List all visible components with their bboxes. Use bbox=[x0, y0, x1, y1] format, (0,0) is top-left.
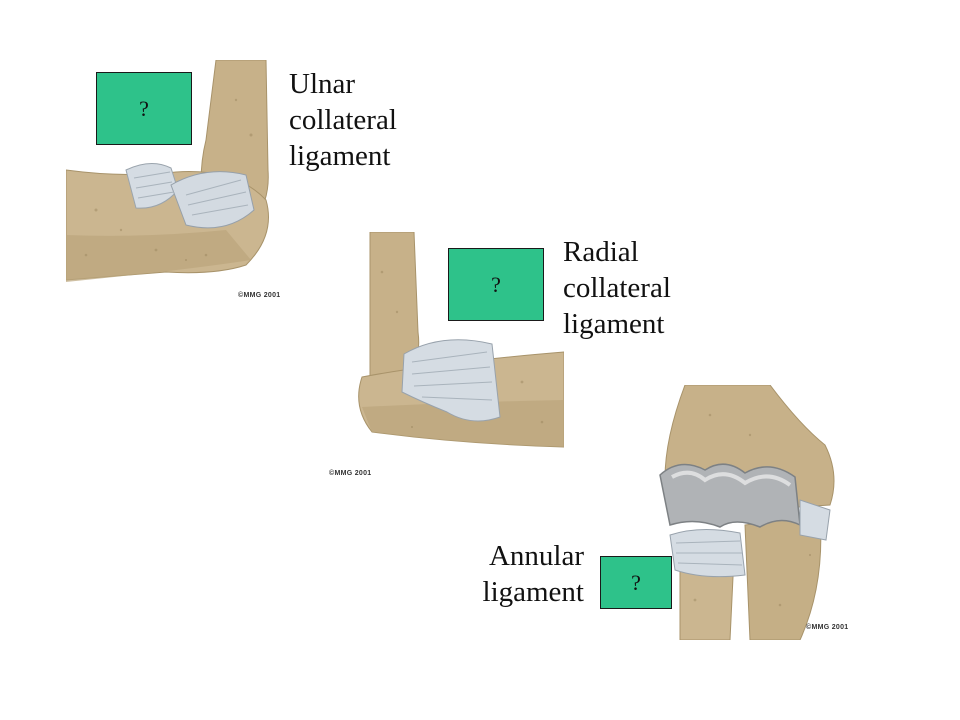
ulnar-collateral-label: Ulnar collateral ligament bbox=[289, 66, 397, 174]
elbow-illustration-medial bbox=[66, 60, 269, 282]
answer-box-radial[interactable]: ? bbox=[448, 248, 544, 321]
answer-box-ulnar[interactable]: ? bbox=[96, 72, 192, 145]
label-line: ligament bbox=[482, 576, 584, 608]
elbow-illustration-lateral bbox=[358, 232, 564, 448]
label-line: ligament bbox=[289, 140, 391, 172]
label-line: ligament bbox=[563, 308, 665, 340]
label-line: Ulnar bbox=[289, 68, 356, 100]
answer-box-annular[interactable]: ? bbox=[600, 556, 672, 609]
copyright-notice: ©MMG 2001 bbox=[329, 470, 372, 477]
label-line: Radial bbox=[563, 236, 639, 268]
label-line: collateral bbox=[289, 104, 397, 136]
copyright-notice: ©MMG 2001 bbox=[806, 624, 849, 631]
label-line: Annular bbox=[488, 540, 584, 572]
copyright-notice: ©MMG 2001 bbox=[238, 292, 281, 299]
elbow-illustration-anterior bbox=[659, 385, 835, 640]
annular-ligament-label: Annular ligament bbox=[472, 538, 584, 610]
label-line: collateral bbox=[563, 272, 671, 304]
radial-collateral-label: Radial collateral ligament bbox=[563, 234, 671, 342]
